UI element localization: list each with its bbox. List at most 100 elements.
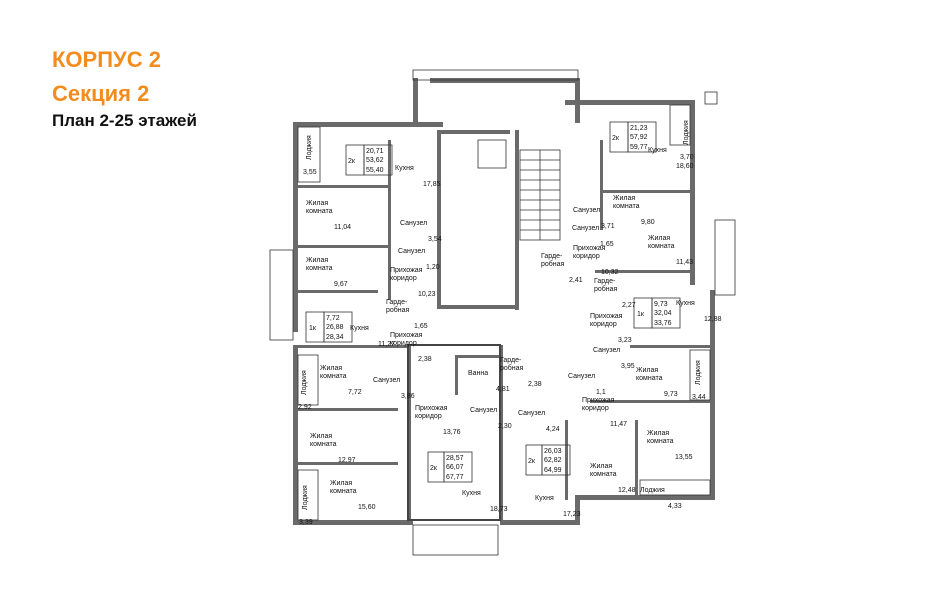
room-name: Лоджия (306, 135, 313, 160)
apt-living: 20,71 (366, 148, 384, 155)
room-label: Кухня 18,73 (462, 490, 508, 513)
apt-type: 1к (637, 311, 645, 318)
room-name: Санузел (398, 248, 425, 255)
room-name: Лоджия (695, 360, 702, 385)
room-name: Кухня (462, 490, 481, 497)
room-name: Гарде- (541, 253, 563, 260)
room-area: 4,81 (496, 386, 510, 393)
room-name: Санузел (593, 347, 620, 354)
apt-living: 9,73 (654, 301, 668, 308)
building-title: КОРПУС 2 (52, 47, 161, 72)
apt-area1: 62,82 (544, 457, 562, 464)
room-name: Прихожая (415, 405, 448, 412)
room-name: Лоджия (301, 370, 308, 395)
apartment-a5: 2к 28,57 66,07 67,77 (427, 451, 473, 483)
room-area: 1,65 (600, 241, 614, 248)
room-name: робная (541, 260, 565, 268)
plan-title: План 2-25 этажей (52, 111, 197, 130)
apt-area1: 53,62 (366, 157, 384, 164)
room-name: Санузел (400, 220, 427, 227)
room-name: Жилая (647, 430, 669, 437)
room-area: 15,60 (358, 504, 376, 511)
room-name: Лоджия (683, 120, 690, 145)
room-area: 9,80 (641, 219, 655, 226)
room-name: робная (594, 285, 618, 293)
room-area: 3,44 (692, 394, 706, 401)
room-area: 3,86 (401, 393, 415, 400)
apt-type: 2к (430, 465, 438, 472)
room-name: Жилая (320, 365, 342, 372)
room-area: 3,70 (680, 154, 694, 161)
room-label: Лоджия 3,70 (680, 120, 694, 161)
apt-area1: 26,88 (326, 324, 344, 331)
room-area: 2,92 (298, 404, 312, 411)
room-name: коридор (582, 405, 609, 412)
room-name: Гарде- (386, 299, 408, 306)
room-area: 11,47 (610, 421, 627, 428)
room-area: 2,38 (418, 356, 432, 363)
apt-living: 26,03 (544, 448, 562, 455)
apt-type: 2к (612, 135, 620, 142)
room-area: 18,60 (676, 163, 694, 170)
room-area: 18,73 (490, 506, 508, 513)
apartment-a4: 1к 9,73 32,04 33,76 (633, 297, 681, 329)
room-name: комната (310, 441, 337, 448)
room-name: комната (647, 438, 674, 445)
apartment-a1: 2к 20,71 53,62 55,40 (345, 144, 393, 176)
room-name: комната (590, 471, 617, 478)
staircase (477, 139, 561, 241)
apt-area2: 28,34 (326, 334, 344, 341)
room-name: коридор (573, 253, 600, 260)
room-area: 11,27 (378, 341, 395, 348)
room-name: Санузел (518, 410, 545, 417)
room-area: 3,23 (618, 337, 632, 344)
room-name: Лоджия (640, 487, 665, 494)
apartment-a2: 2к 21,23 57,92 59,77 (609, 121, 657, 153)
room-name: Жилая (590, 463, 612, 470)
room-name: коридор (415, 413, 442, 420)
room-area: 2,30 (498, 423, 512, 430)
apt-area2: 64,99 (544, 467, 562, 474)
apt-living: 21,23 (630, 125, 648, 132)
apt-area2: 33,76 (654, 320, 672, 327)
room-name: Прихожая (590, 313, 623, 320)
apt-area2: 67,77 (446, 474, 464, 481)
room-name: Жилая (636, 367, 658, 374)
room-area: 3,71 (601, 223, 615, 230)
room-name: комната (306, 265, 333, 272)
room-name: робная (500, 364, 524, 372)
room-area: 13,76 (443, 429, 461, 436)
room-name: Лоджия (302, 485, 309, 510)
room-area: 2,27 (622, 302, 636, 309)
room-area: 2,38 (528, 381, 542, 388)
room-area: 2,41 (569, 277, 583, 284)
room-name: Прихожая (390, 332, 423, 339)
room-name: Жилая (306, 200, 328, 207)
room-name: Санузел (568, 373, 595, 380)
room-name: комната (306, 208, 333, 215)
room-label: Гарде-робная 2,41 (541, 253, 583, 284)
room-area: 12,97 (338, 457, 356, 464)
apartment-a3: 1к 7,72 26,88 28,34 (305, 311, 353, 343)
room-name: Ванна (468, 370, 488, 377)
room-area: 17,23 (563, 511, 581, 518)
room-labels: Лоджия3,55Кухня17,85Жилаякомната11,04Сан… (298, 120, 722, 526)
room-area: 12,48 (618, 487, 636, 494)
room-name: Кухня (395, 165, 414, 172)
